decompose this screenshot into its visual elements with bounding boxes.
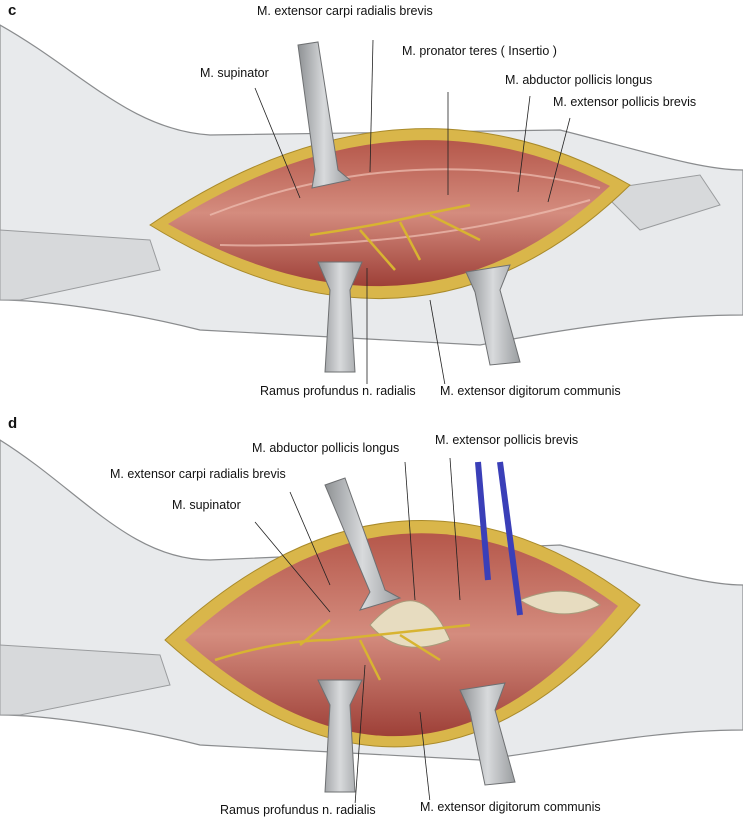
label-ramus-d: Ramus profundus n. radialis <box>218 803 378 818</box>
panel-c-incision <box>149 128 631 300</box>
label-ecrb-c: M. extensor carpi radialis brevis <box>255 4 435 19</box>
nerve-branch <box>214 619 471 681</box>
vessel-loop <box>475 461 523 616</box>
panel-d-retractors <box>317 477 516 793</box>
panel-d-leader-lines <box>254 457 461 806</box>
label-supinator-c: M. supinator <box>198 66 271 81</box>
panel-letter-d: d <box>8 415 18 432</box>
panel-letter-c: c <box>8 2 17 19</box>
label-edc-d: M. extensor digitorum communis <box>418 800 603 815</box>
label-epb-d: M. extensor pollicis brevis <box>433 433 581 448</box>
panel-c-retractors <box>297 41 521 373</box>
label-ramus-c: Ramus profundus n. radialis <box>258 384 418 399</box>
nerve-branch <box>309 203 481 271</box>
label-ecrb-d: M. extensor carpi radialis brevis <box>108 467 288 482</box>
label-apl-d: M. abductor pollicis longus <box>250 441 402 456</box>
label-edc-c: M. extensor digitorum communis <box>438 384 623 399</box>
panel-c-leader-lines <box>254 39 571 386</box>
label-supinator-d: M. supinator <box>170 498 243 513</box>
label-apl-c: M. abductor pollicis longus <box>503 73 655 88</box>
label-pronator-c: M. pronator teres ( Insertio ) <box>400 44 559 59</box>
label-epb-c: M. extensor pollicis brevis <box>551 95 699 110</box>
panel-d-incision <box>164 519 641 748</box>
